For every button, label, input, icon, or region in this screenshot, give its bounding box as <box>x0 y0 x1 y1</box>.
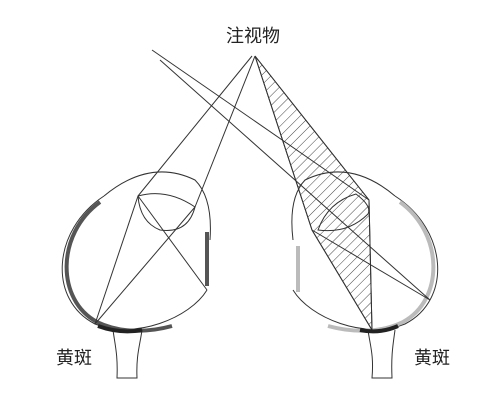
right-eye-cornea <box>291 171 396 241</box>
left-eye-lens <box>137 193 196 232</box>
left-macula-label: 黄斑 <box>56 348 92 369</box>
fixation-object-label: 注视物 <box>226 26 280 47</box>
left-optic-nerve <box>112 329 143 379</box>
right-macula-mark <box>359 324 399 334</box>
right-macula-label: 黄斑 <box>414 348 450 369</box>
left-eye-cornea <box>103 171 211 241</box>
right-eye <box>291 171 438 379</box>
light-rays <box>94 49 431 331</box>
left-eye <box>61 171 211 379</box>
right-optic-nerve <box>367 329 396 379</box>
right-eye-retina <box>327 200 436 333</box>
hatched-shadow-region <box>254 55 373 332</box>
right-eye-globe <box>292 195 438 330</box>
right-eye-lens <box>317 193 370 232</box>
left-eye-retina <box>64 200 173 333</box>
left-macula-mark <box>97 324 143 334</box>
